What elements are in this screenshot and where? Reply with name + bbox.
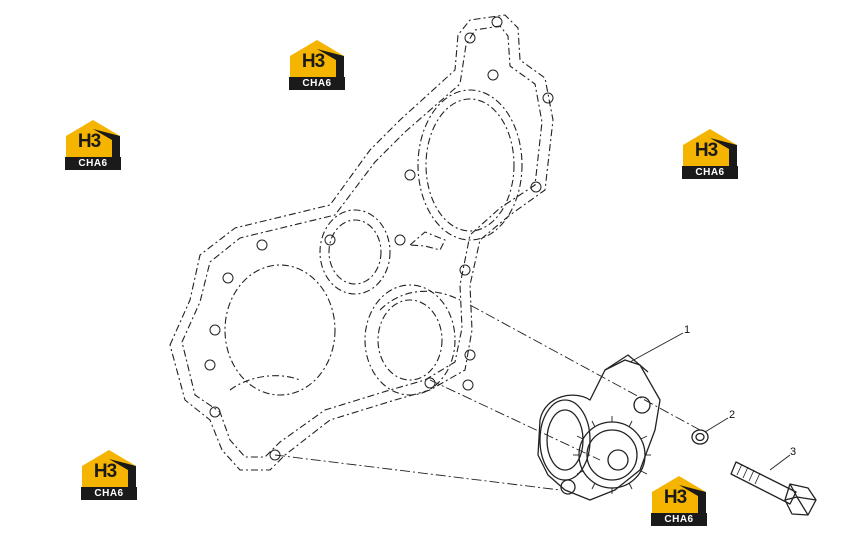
watermark-logo: H3 CHA6: [648, 472, 710, 530]
logo-word: CHA6: [65, 157, 121, 170]
callout-3: 3: [790, 446, 796, 458]
washer: [691, 429, 709, 445]
logo-letters: H3: [301, 51, 325, 72]
assembly-lines: [274, 304, 701, 491]
watermark-logo: H3 CHA6: [679, 125, 741, 183]
cover-bolt-holes: [204, 16, 554, 461]
logo-letters: H3: [93, 461, 117, 482]
logo-word: CHA6: [651, 513, 707, 526]
leader-lines: [629, 332, 791, 471]
gear-housing-cover: [169, 14, 554, 471]
watermark-logo: H3 CHA6: [286, 36, 348, 94]
logo-letters: H3: [77, 131, 101, 152]
watermark-logo: H3 CHA6: [78, 446, 140, 504]
logo-word: CHA6: [289, 77, 345, 90]
pump-gear-teeth: [573, 416, 651, 494]
callout-1: 1: [684, 324, 690, 336]
oil-pump-assembly: [537, 354, 661, 501]
logo-letters: H3: [663, 487, 687, 508]
bolt: [730, 461, 817, 516]
callout-2: 2: [729, 409, 735, 421]
logo-word: CHA6: [81, 487, 137, 500]
logo-word: CHA6: [682, 166, 738, 179]
watermark-logo: H3 CHA6: [62, 116, 124, 174]
logo-letters: H3: [694, 140, 718, 161]
